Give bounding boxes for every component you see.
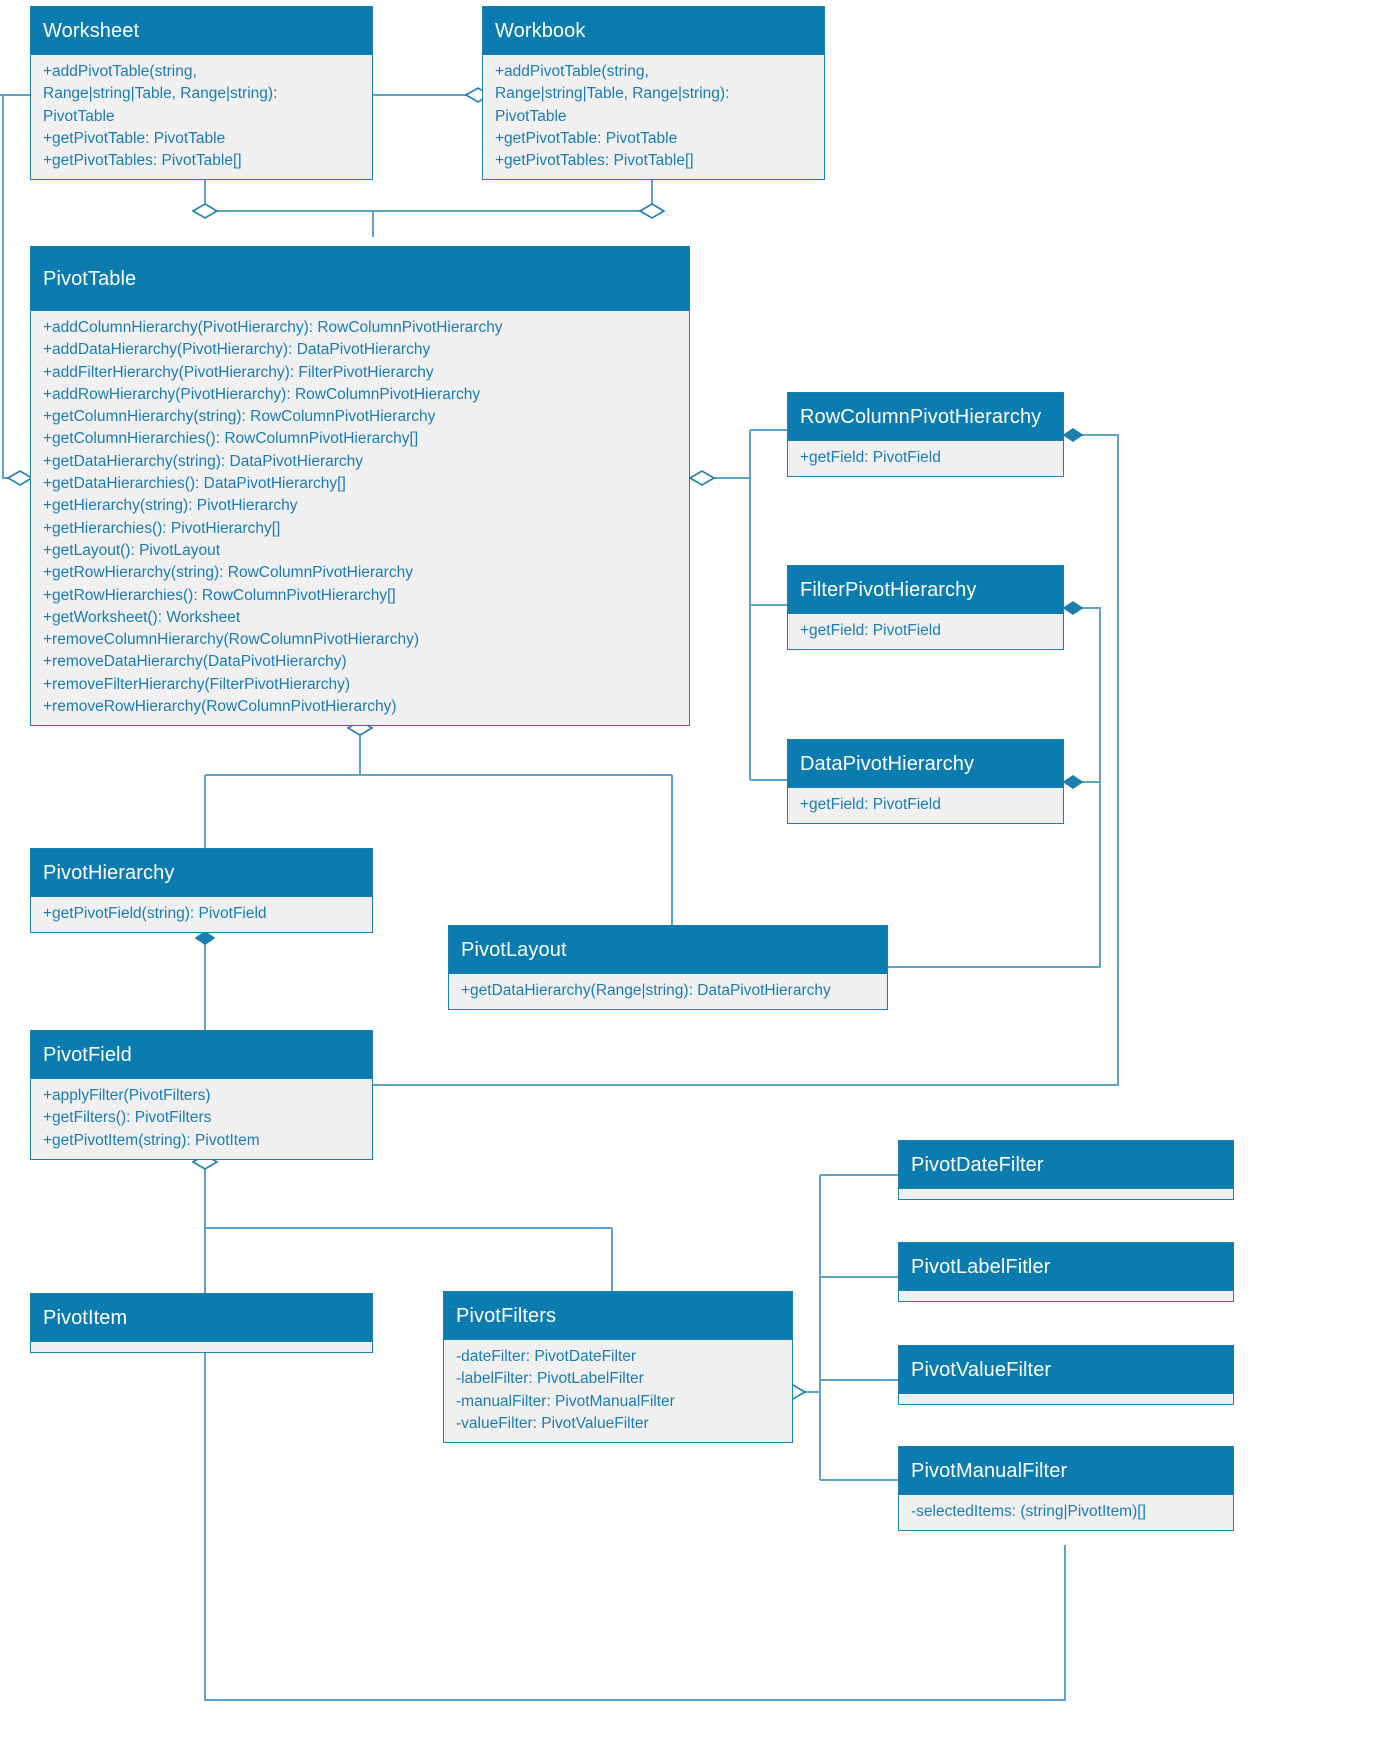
member-line: +getRowHierarchy(string): RowColumnPivot… [43,564,413,582]
composition-diamond-rowcolumn [1062,428,1084,442]
member-line: +addPivotTable(string, [495,63,649,80]
member-line: +addColumnHierarchy(PivotHierarchy): Row… [43,319,503,336]
member-line: -labelFilter: PivotLabelFilter [456,1370,644,1388]
class-box-workbook[interactable]: Workbook +addPivotTable(string, Range|st… [482,6,825,181]
class-title-workbook: Workbook [483,7,824,54]
class-box-pivotfield[interactable]: PivotField +applyFilter(PivotFilters) +g… [30,1030,373,1160]
class-title-pivotitem: PivotItem [31,1294,372,1341]
class-members-pivotvaluefilter [899,1393,1233,1404]
composition-diamond-pivothierarchy [194,931,216,945]
class-members-datapivothierarchy: +getField: PivotField [788,787,1063,824]
member-line: +getPivotField(string): PivotField [43,905,267,922]
aggregation-diamond-pivottable-top-left [191,203,219,219]
member-line: +getPivotTables: PivotTable[] [495,152,694,170]
class-title-pivottable: PivotTable [31,247,689,310]
class-members-pivotitem [31,1341,372,1352]
class-box-pivotitem[interactable]: PivotItem [30,1293,373,1353]
class-members-pivotlabelfilter [899,1290,1233,1301]
class-box-pivotdatefilter[interactable]: PivotDateFilter [898,1140,1234,1200]
class-box-pivothierarchy[interactable]: PivotHierarchy +getPivotField(string): P… [30,848,373,934]
class-title-pivotfield: PivotField [31,1031,372,1078]
class-members-pivotdatefilter [899,1188,1233,1199]
member-line: PivotTable [43,107,115,125]
class-members-filterpivothierarchy: +getField: PivotField [788,613,1063,650]
member-line: PivotTable [495,107,567,125]
class-box-rowcolumnpivothierarchy[interactable]: RowColumnPivotHierarchy +getField: Pivot… [787,392,1064,478]
member-line: +removeFilterHierarchy(FilterPivotHierar… [43,675,351,693]
member-line: -valueFilter: PivotValueFilter [456,1414,649,1432]
member-line: +getField: PivotField [800,449,941,466]
member-line: +removeRowHierarchy(RowColumnPivotHierar… [43,698,397,716]
class-members-rowcolumnpivothierarchy: +getField: PivotField [788,440,1063,477]
member-line: +getPivotItem(string): PivotItem [43,1131,260,1149]
member-line: +getFilters(): PivotFilters [43,1109,212,1127]
class-title-pivotlayout: PivotLayout [449,926,887,973]
class-box-pivotfilters[interactable]: PivotFilters -dateFilter: PivotDateFilte… [443,1291,793,1444]
member-line: +getRowHierarchies(): RowColumnPivotHier… [43,586,396,604]
class-title-pivotmanualfilter: PivotManualFilter [899,1447,1233,1494]
member-line: +getHierarchies(): PivotHierarchy[] [43,519,281,537]
class-title-rowcolumnpivothierarchy: RowColumnPivotHierarchy [788,393,1063,440]
member-line: +getPivotTable: PivotTable [495,129,678,147]
class-members-pivotmanualfilter: -selectedItems: (string|PivotItem)[] [899,1494,1233,1531]
class-title-filterpivothierarchy: FilterPivotHierarchy [788,566,1063,613]
class-box-filterpivothierarchy[interactable]: FilterPivotHierarchy +getField: PivotFie… [787,565,1064,651]
aggregation-diamond-pivottable-top-right [638,203,666,219]
member-line: +getPivotTable: PivotTable [43,129,226,147]
member-line: Range|string|Table, Range|string): [43,85,278,103]
member-line: +getHierarchy(string): PivotHierarchy [43,497,298,515]
class-title-datapivothierarchy: DataPivotHierarchy [788,740,1063,787]
class-members-pivotlayout: +getDataHierarchy(Range|string): DataPiv… [449,973,887,1010]
member-line: +getField: PivotField [800,796,941,813]
member-line: +getDataHierarchy(Range|string): DataPiv… [461,982,831,999]
member-line: +getWorksheet(): Worksheet [43,608,241,626]
class-members-pivottable: +addColumnHierarchy(PivotHierarchy): Row… [31,310,689,726]
class-title-pivothierarchy: PivotHierarchy [31,849,372,896]
class-box-datapivothierarchy[interactable]: DataPivotHierarchy +getField: PivotField [787,739,1064,825]
class-title-pivotvaluefilter: PivotValueFilter [899,1346,1233,1393]
composition-diamond-filter [1062,601,1084,615]
member-line: +addFilterHierarchy(PivotHierarchy): Fil… [43,363,434,381]
class-members-workbook: +addPivotTable(string, Range|string|Tabl… [483,54,824,180]
member-line: +removeColumnHierarchy(RowColumnPivotHie… [43,631,419,649]
class-box-pivotmanualfilter[interactable]: PivotManualFilter -selectedItems: (strin… [898,1446,1234,1532]
class-members-worksheet: +addPivotTable(string, Range|string|Tabl… [31,54,372,180]
aggregation-diamond-pivottable-right [688,470,716,486]
aggregation-diamond-worksheet-left [6,470,34,486]
class-members-pivothierarchy: +getPivotField(string): PivotField [31,896,372,933]
member-line: +getLayout(): PivotLayout [43,541,221,559]
member-line: -dateFilter: PivotDateFilter [456,1348,637,1365]
member-line: +getColumnHierarchies(): RowColumnPivotH… [43,430,419,448]
class-members-pivotfield: +applyFilter(PivotFilters) +getFilters()… [31,1078,372,1159]
class-title-pivotlabelfilter: PivotLabelFitler [899,1243,1233,1290]
member-line: +removeDataHierarchy(DataPivotHierarchy) [43,653,347,671]
member-line: Range|string|Table, Range|string): [495,85,730,103]
member-line: -selectedItems: (string|PivotItem)[] [911,1503,1146,1520]
member-line: +getDataHierarchies(): DataPivotHierarch… [43,475,346,493]
member-line: +addDataHierarchy(PivotHierarchy): DataP… [43,341,431,359]
member-line: +addRowHierarchy(PivotHierarchy): RowCol… [43,385,481,403]
member-line: +getDataHierarchy(string): DataPivotHier… [43,452,364,470]
class-title-pivotfilters: PivotFilters [444,1292,792,1339]
class-title-pivotdatefilter: PivotDateFilter [899,1141,1233,1188]
member-line: +applyFilter(PivotFilters) [43,1087,211,1104]
class-box-pivotlayout[interactable]: PivotLayout +getDataHierarchy(Range|stri… [448,925,888,1011]
member-line: +addPivotTable(string, [43,63,197,80]
class-box-pivotlabelfilter[interactable]: PivotLabelFitler [898,1242,1234,1302]
member-line: +getPivotTables: PivotTable[] [43,152,242,170]
class-title-worksheet: Worksheet [31,7,372,54]
composition-diamond-data [1062,775,1084,789]
member-line: -manualFilter: PivotManualFilter [456,1392,675,1410]
member-line: +getField: PivotField [800,622,941,639]
class-box-pivottable[interactable]: PivotTable +addColumnHierarchy(PivotHier… [30,246,690,727]
member-line: +getColumnHierarchy(string): RowColumnPi… [43,408,436,426]
class-box-worksheet[interactable]: Worksheet +addPivotTable(string, Range|s… [30,6,373,181]
class-box-pivotvaluefilter[interactable]: PivotValueFilter [898,1345,1234,1405]
class-members-pivotfilters: -dateFilter: PivotDateFilter -labelFilte… [444,1339,792,1443]
